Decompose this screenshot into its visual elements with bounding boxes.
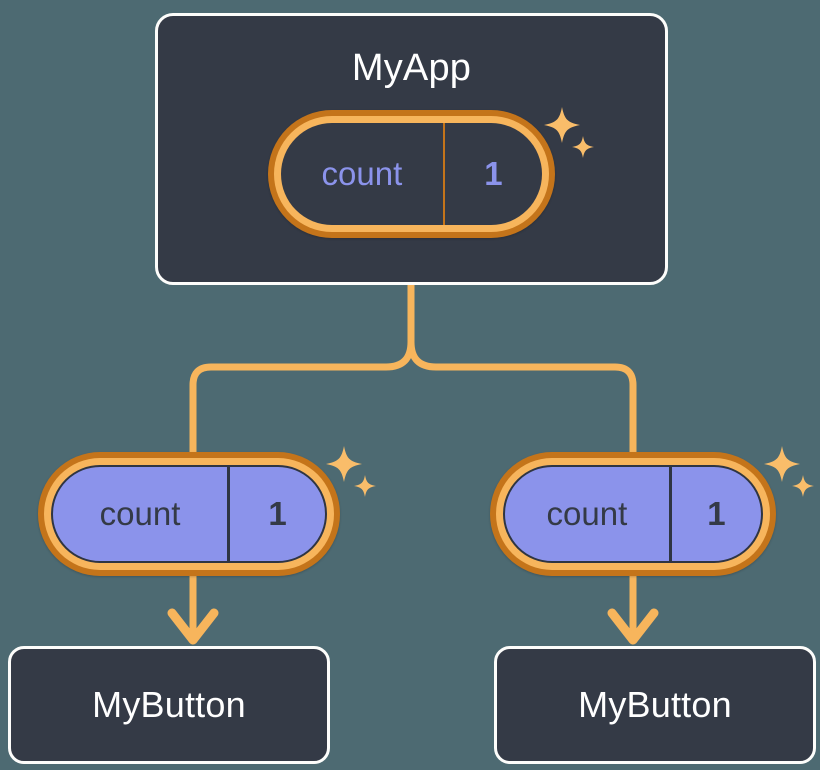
- mybutton-card-right[interactable]: MyButton: [494, 646, 816, 764]
- four-point-star-small-icon: [354, 475, 376, 497]
- connector-fork-path: [407, 281, 637, 456]
- mybutton-card-title: MyButton: [92, 684, 246, 725]
- state-pill-body: count 1: [503, 465, 763, 563]
- arrow-right-head: [607, 608, 659, 645]
- state-pill-inner-ring: count 1: [274, 116, 549, 232]
- four-point-star-icon: [764, 446, 800, 482]
- state-value-label: 1: [484, 155, 503, 192]
- state-key-label: count: [505, 467, 672, 561]
- state-key-label: count: [53, 467, 231, 561]
- state-pill-body: count 1: [281, 123, 542, 225]
- four-point-star-small-icon: [792, 475, 814, 497]
- state-value-label: 1: [707, 495, 726, 532]
- state-pill-left[interactable]: count 1: [38, 452, 340, 576]
- state-pill-inner-ring: count 1: [496, 458, 770, 570]
- four-point-star-icon: [326, 446, 362, 482]
- mybutton-card-title: MyButton: [578, 684, 732, 725]
- state-pill-body: count 1: [51, 465, 327, 563]
- mybutton-card-left[interactable]: MyButton: [8, 646, 330, 764]
- state-pill-right[interactable]: count 1: [490, 452, 776, 576]
- arrow-left-head: [167, 608, 219, 645]
- state-key-label: count: [281, 123, 445, 225]
- state-pill-myapp[interactable]: count 1: [268, 110, 555, 238]
- connector-fork-path-left: [189, 338, 415, 456]
- myapp-card-title: MyApp: [351, 47, 472, 89]
- state-pill-inner-ring: count 1: [44, 458, 334, 570]
- state-value-label: 1: [268, 495, 287, 532]
